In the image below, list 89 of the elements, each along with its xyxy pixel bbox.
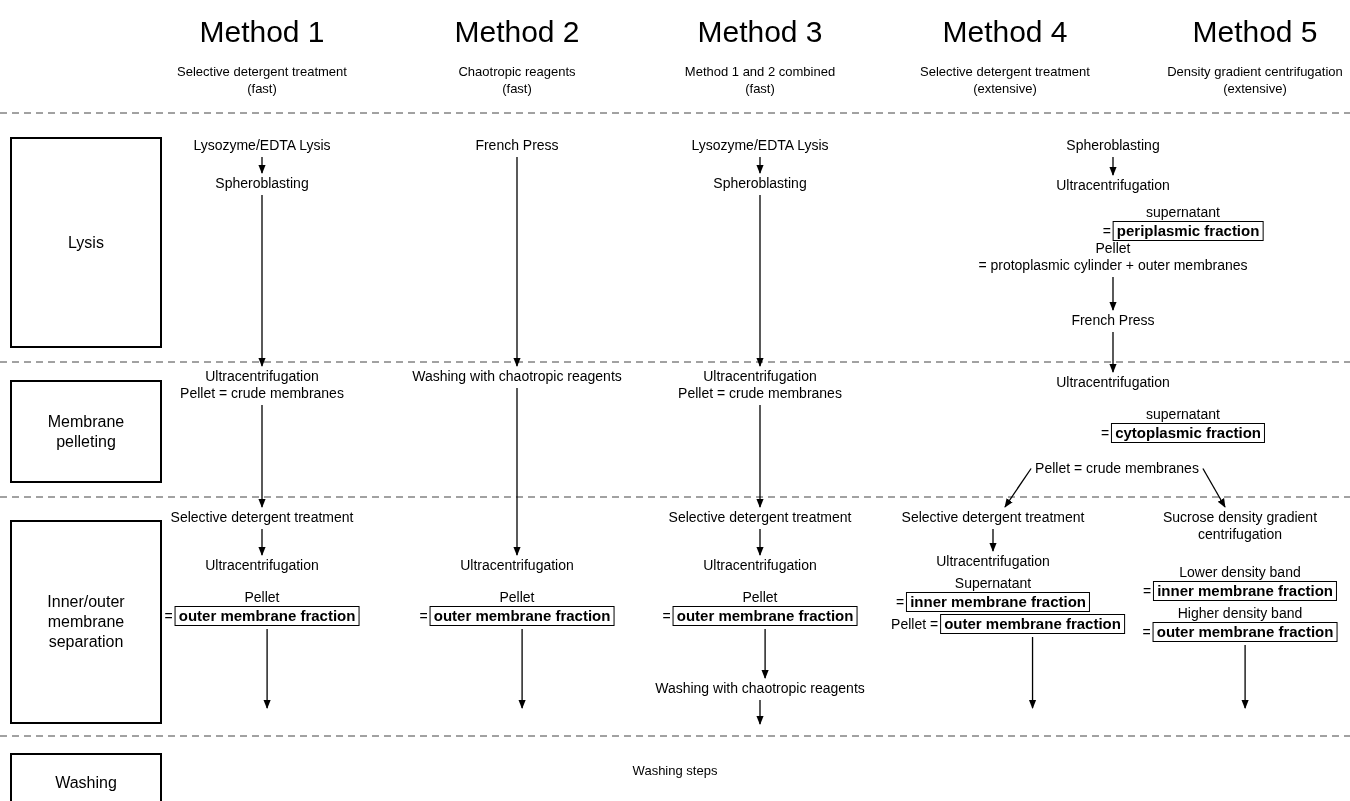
- arrow: [1241, 644, 1249, 709]
- equals-text: =: [1102, 223, 1111, 239]
- method-subtitle: Chaotropic reagents (fast): [457, 64, 577, 98]
- equals-text: =: [1142, 583, 1152, 599]
- arrow: [756, 699, 764, 725]
- equals-text: =: [1100, 425, 1110, 441]
- result-label: Pellet: [244, 589, 280, 606]
- equals-text: =: [1142, 624, 1151, 640]
- stage-label-box: Membrane pelleting: [10, 380, 162, 483]
- step-text: Selective detergent treatment: [668, 509, 852, 526]
- arrow: [1109, 331, 1117, 373]
- step-text: Washing with chaotropic reagents: [655, 680, 865, 697]
- step-text: Pellet = crude membranes: [180, 385, 344, 402]
- equals-text: =: [164, 608, 173, 624]
- step-text: Spheroblasting: [215, 175, 309, 192]
- arrow: [1202, 467, 1226, 508]
- method-heading: Method 2: [454, 14, 580, 50]
- step-text: Spheroblasting: [1066, 137, 1160, 154]
- step-text: Ultracentrifugation: [703, 557, 817, 574]
- method-subtitle: Density gradient centrifugation (extensive): [1166, 64, 1344, 98]
- step-text: Pellet = crude membranes: [678, 385, 842, 402]
- arrow: [1028, 636, 1037, 709]
- arrow: [756, 528, 764, 556]
- equals-text: =: [662, 608, 671, 624]
- step-text: Ultracentrifugation: [1056, 177, 1170, 194]
- arrow: [258, 528, 266, 556]
- step-text: Lysozyme/EDTA Lysis: [193, 137, 331, 154]
- equals-text: =: [419, 608, 428, 624]
- arrow: [756, 194, 764, 367]
- step-text: Ultracentrifugation: [460, 557, 574, 574]
- step-text: = protoplasmic cylinder + outer membranes: [978, 257, 1248, 274]
- step-text: Ultracentrifugation: [205, 368, 319, 385]
- arrow: [756, 404, 764, 508]
- arrow: [518, 628, 526, 709]
- result-label: Pellet: [499, 589, 535, 606]
- arrow: [989, 528, 997, 552]
- step-text: Sucrose density gradient centrifugation: [1160, 509, 1320, 543]
- fraction-box: periplasmic fraction: [1112, 221, 1264, 241]
- step-text: French Press: [1071, 312, 1155, 329]
- fraction-box: outer membrane fraction: [672, 606, 858, 626]
- fraction-box: outer membrane fraction: [429, 606, 615, 626]
- arrow: [1109, 156, 1117, 176]
- arrow: [258, 194, 266, 367]
- stage-label-box: Lysis: [10, 137, 162, 348]
- arrow: [761, 628, 769, 679]
- arrow: [258, 156, 266, 174]
- fraction-box: cytoplasmic fraction: [1111, 423, 1266, 443]
- result-label: Pellet: [742, 589, 778, 606]
- arrow: [513, 387, 521, 556]
- step-text: Ultracentrifugation: [1056, 374, 1170, 391]
- arrow: [258, 404, 266, 508]
- fraction-box: outer membrane fraction: [940, 614, 1125, 634]
- method-heading: Method 4: [942, 14, 1068, 50]
- result-label: Higher density band: [1177, 605, 1303, 622]
- stage-label-box: Inner/outer membrane separation: [10, 520, 162, 724]
- step-text: Selective detergent treatment: [901, 509, 1085, 526]
- stage-label-box: Washing: [10, 753, 162, 801]
- method-subtitle: Selective detergent treatment (extensive): [919, 64, 1091, 98]
- step-text: Washing with chaotropic reagents: [412, 368, 622, 385]
- step-text: Ultracentrifugation: [703, 368, 817, 385]
- arrow: [1004, 467, 1032, 508]
- arrow: [756, 156, 764, 174]
- method-heading: Method 3: [697, 14, 823, 50]
- method-subtitle: Selective detergent treatment (fast): [176, 64, 348, 98]
- arrow: [513, 156, 521, 367]
- method-heading: Method 1: [199, 14, 325, 50]
- result-label: supernatant: [1146, 406, 1220, 423]
- step-text: Lysozyme/EDTA Lysis: [691, 137, 829, 154]
- arrow: [1109, 276, 1117, 311]
- arrow: [263, 628, 271, 709]
- step-text: French Press: [475, 137, 559, 154]
- step-text: Selective detergent treatment: [170, 509, 354, 526]
- equals-text: =: [895, 594, 905, 610]
- result-label: supernatant: [1146, 204, 1220, 221]
- result-label: Supernatant: [954, 575, 1032, 592]
- fraction-box: inner membrane fraction: [906, 592, 1091, 612]
- result-label: Lower density band: [1179, 564, 1301, 581]
- method-subtitle: Method 1 and 2 combined (fast): [683, 64, 837, 98]
- fraction-box: outer membrane fraction: [174, 606, 360, 626]
- step-text: Washing steps: [632, 763, 718, 780]
- step-text: Ultracentrifugation: [205, 557, 319, 574]
- fraction-box: inner membrane fraction: [1153, 581, 1338, 601]
- equals-text: Pellet =: [891, 616, 939, 632]
- step-text: Pellet = crude membranes: [1035, 460, 1199, 477]
- fraction-box: outer membrane fraction: [1152, 622, 1338, 642]
- step-text: Pellet: [1095, 240, 1131, 257]
- method-heading: Method 5: [1192, 14, 1318, 50]
- step-text: Spheroblasting: [713, 175, 807, 192]
- step-text: Ultracentrifugation: [936, 553, 1050, 570]
